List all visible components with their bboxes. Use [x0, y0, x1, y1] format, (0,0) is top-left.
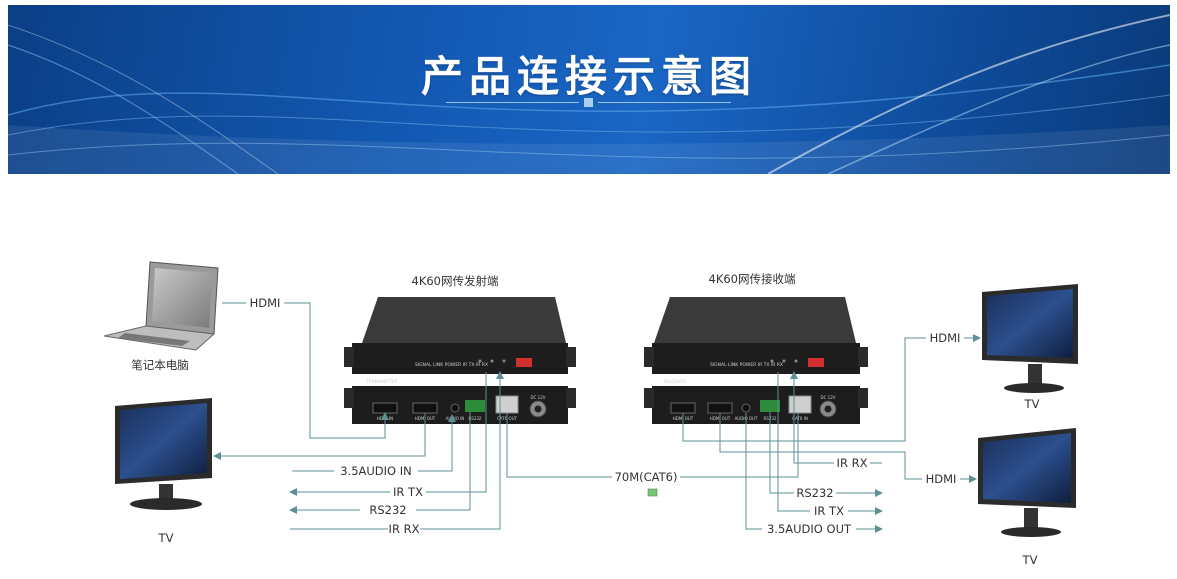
link-ir-rx-left: IR RX [389, 522, 420, 536]
wave-decoration [8, 14, 1170, 174]
receiver-front-label: RECEIVER [664, 379, 686, 385]
link-ir-tx-right: IR TX [814, 504, 844, 518]
title-rule-left [446, 102, 579, 103]
page-title: 产品连接示意图 [420, 52, 757, 101]
tv-icon [982, 284, 1078, 393]
link-ir-rx-right: IR RX [837, 456, 868, 470]
receiver-led-labels: SIGNAL LINK POWER IR TX IR RX [710, 362, 783, 368]
rx-port-dc: DC 12V [821, 395, 836, 400]
tx-port-audio-in: AUDIO IN [446, 416, 465, 421]
laptop-label: 笔记本电脑 [131, 358, 189, 372]
link-cat6: 70M(CAT6) [615, 470, 678, 484]
tv-right-bottom-label: TV [1022, 553, 1038, 567]
link-ir-tx-left: IR TX [393, 485, 423, 499]
connection-diagram: 笔记本电脑 TV TV TV 4K60网传发射端 [103, 261, 1078, 567]
link-audio-out: 3.5AUDIO OUT [767, 522, 852, 536]
tv-left-label: TV [158, 531, 174, 545]
tv-icon [115, 398, 212, 510]
link-rs232-left: RS232 [369, 503, 406, 517]
tx-port-dc: DC 12V [531, 395, 546, 400]
rx-port-cat6-in: CAT6 IN [792, 416, 808, 421]
link-hdmi-rx-top: HDMI [930, 331, 961, 345]
title-rule-right [598, 102, 731, 103]
tx-port-rs232: RS232 [469, 416, 482, 421]
transmitter-title: 4K60网传发射端 [412, 274, 499, 288]
tv-right-top-label: TV [1024, 397, 1040, 411]
title-banner: 产品连接示意图 [8, 5, 1170, 174]
link-rs232-right: RS232 [796, 486, 833, 500]
receiver-title: 4K60网传接收端 [709, 272, 796, 286]
transmitter-front-label: TRANSMITTER [365, 379, 398, 385]
cat6-indicator [647, 488, 658, 497]
receiver-device [644, 297, 868, 424]
tv-icon [978, 428, 1076, 537]
transmitter-device [344, 297, 576, 424]
link-audio-in: 3.5AUDIO IN [340, 464, 412, 478]
link-hdmi-rx-bottom: HDMI [926, 472, 957, 486]
title-dot [584, 98, 593, 107]
link-hdmi-laptop: HDMI [250, 296, 281, 310]
connection-lines [213, 302, 980, 529]
transmitter-led-labels: SIGNAL LINK POWER IR TX IR RX [415, 362, 488, 368]
laptop-icon [103, 261, 219, 351]
